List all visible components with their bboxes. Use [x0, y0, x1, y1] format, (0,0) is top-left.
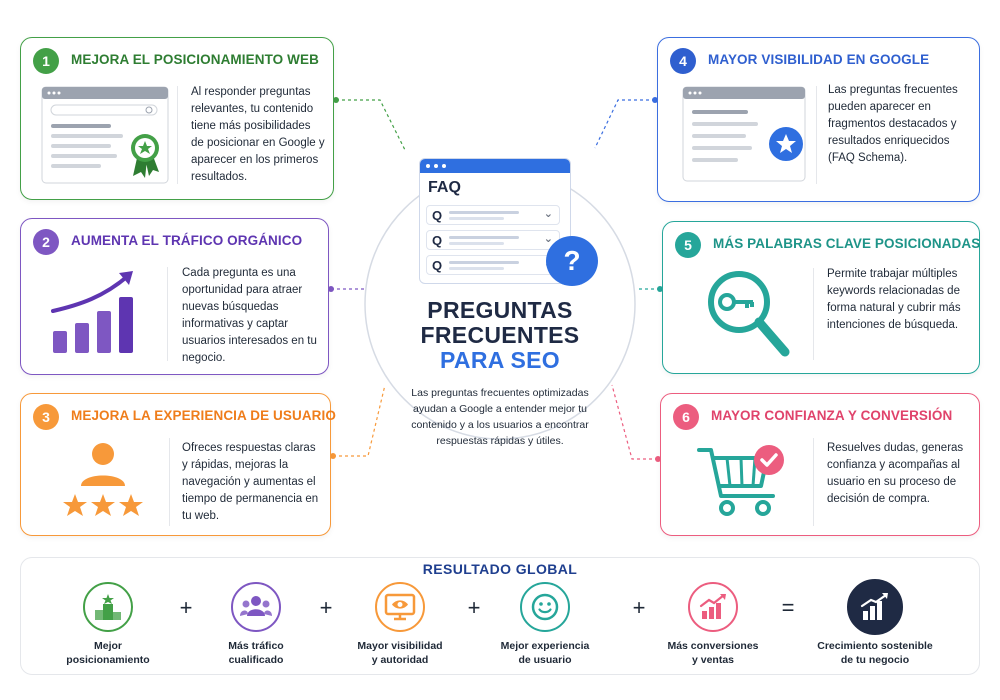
- center-title-line2: FRECUENTES: [420, 322, 580, 348]
- connector-3: [333, 384, 386, 457]
- monitor-eye-icon: [375, 582, 425, 632]
- global-item-label: Crecimiento sostenible de tu negocio: [817, 640, 933, 666]
- card-divider: [813, 438, 814, 526]
- global-item-5: Más conversiones y ventas: [648, 582, 778, 667]
- card-title: MAYOR CONFIANZA Y CONVERSIÓN: [711, 408, 953, 423]
- growth-chart-icon: [49, 269, 149, 362]
- card-divider: [177, 86, 178, 184]
- connector-6: [611, 384, 658, 460]
- global-item-label: Más conversiones y ventas: [667, 640, 759, 666]
- benefit-card-2: 2 AUMENTA EL TRÁFICO ORGÁNICO Cada pregu…: [20, 218, 329, 375]
- card-title: MEJORA EL POSICIONAMIENTO WEB: [71, 52, 319, 67]
- card-number: 1: [33, 48, 59, 74]
- center-title-line3: PARA SEO: [440, 347, 560, 373]
- card-description: Permite trabajar múltiples keywords rela…: [827, 268, 961, 331]
- plus-sign: +: [467, 595, 481, 620]
- card-title: MÁS PALABRAS CLAVE POSICIONADAS: [713, 236, 981, 251]
- faq-window: FAQ Q ⌄ Q ⌄ Q ⌄: [419, 158, 571, 284]
- faq-label: FAQ: [428, 179, 461, 196]
- magnifier-key-icon: [705, 268, 791, 365]
- plus-sign: +: [179, 595, 193, 620]
- global-item-1: Mejor posicionamiento: [43, 582, 173, 667]
- cart-check-icon: [697, 444, 793, 529]
- faq-row: Q ⌄: [426, 205, 560, 225]
- center-title-line1: PREGUNTAS: [427, 297, 573, 323]
- chart-up-icon: [688, 582, 738, 632]
- benefit-card-5: 5 MÁS PALABRAS CLAVE POSICIONADAS Permit…: [662, 221, 980, 374]
- card-number: 3: [33, 404, 59, 430]
- users-icon: [231, 582, 281, 632]
- connector-4: [594, 99, 655, 149]
- global-result-panel: RESULTADO GLOBAL Mejor posicionamiento +: [20, 557, 980, 675]
- faq-q-letter: Q: [432, 232, 443, 248]
- card-description: Cada pregunta es una oportunidad para at…: [182, 267, 317, 364]
- global-item-6: Crecimiento sostenible de tu negocio: [805, 579, 945, 667]
- benefit-card-1: 1 MEJORA EL POSICIONAMIENTO WEB: [20, 37, 334, 200]
- global-item-3: Mayor visibilidad y autoridad: [335, 582, 465, 667]
- connector-1: [336, 99, 406, 151]
- card-title: MEJORA LA EXPERIENCIA DE USUARIO: [71, 408, 336, 423]
- global-item-label: Mejor experiencia de usuario: [500, 640, 590, 666]
- card-number: 5: [675, 232, 701, 258]
- card-description: Resuelves dudas, generas confianza y aco…: [827, 442, 964, 505]
- browser-star-icon: [682, 86, 806, 189]
- plus-sign: +: [319, 595, 333, 620]
- growth-bars-icon: [847, 579, 903, 635]
- card-divider: [813, 268, 814, 360]
- global-result-title: RESULTADO GLOBAL: [422, 561, 578, 577]
- card-title: MAYOR VISIBILIDAD EN GOOGLE: [708, 52, 930, 67]
- question-bubble-icon: ?: [546, 236, 598, 286]
- smiley-icon: [520, 582, 570, 632]
- equals-sign: =: [781, 595, 795, 620]
- global-item-4: Mejor experiencia de usuario: [480, 582, 610, 667]
- card-number: 2: [33, 229, 59, 255]
- chevron-down-icon: ⌄: [543, 208, 553, 220]
- card-number: 4: [670, 48, 696, 74]
- faq-window-bar: [420, 159, 570, 173]
- plus-sign: +: [632, 595, 646, 620]
- global-item-label: Mejor posicionamiento: [66, 640, 150, 666]
- browser-award-icon: [41, 86, 169, 189]
- global-item-label: Mayor visibilidad y autoridad: [357, 640, 443, 666]
- chevron-down-icon: ⌄: [543, 233, 553, 245]
- benefit-card-3: 3 MEJORA LA EXPERIENCIA DE USUARIO Ofrec…: [20, 393, 336, 536]
- faq-row: Q ⌄: [426, 255, 560, 275]
- faq-q-letter: Q: [432, 257, 443, 273]
- card-number: 6: [673, 404, 699, 430]
- faq-q-letter: Q: [432, 207, 443, 223]
- card-description: Ofreces respuestas claras y rápidas, mej…: [182, 442, 319, 522]
- benefit-card-6: 6 MAYOR CONFIANZA Y CONVERSIÓN Resuelves…: [660, 393, 980, 536]
- global-item-label: Más tráfico cualificado: [228, 640, 284, 666]
- podium-icon: [83, 582, 133, 632]
- center-description: Las preguntas frecuentes optimizadas ayu…: [411, 387, 589, 447]
- user-stars-icon: [61, 440, 145, 529]
- card-divider: [167, 267, 168, 361]
- card-divider: [169, 438, 170, 526]
- card-description: Las preguntas frecuentes pueden aparecer…: [828, 84, 958, 164]
- card-title: AUMENTA EL TRÁFICO ORGÁNICO: [71, 233, 303, 248]
- global-item-2: Más tráfico cualificado: [191, 582, 321, 667]
- card-description: Al responder preguntas relevantes, tu co…: [191, 86, 325, 183]
- faq-row: Q ⌄: [426, 230, 560, 250]
- benefit-card-4: 4 MAYOR VISIBILIDAD EN GOOGLE Las pregun…: [657, 37, 980, 202]
- card-divider: [816, 86, 817, 184]
- center-title: PREGUNTAS FRECUENTES PARA SEO: [380, 298, 620, 373]
